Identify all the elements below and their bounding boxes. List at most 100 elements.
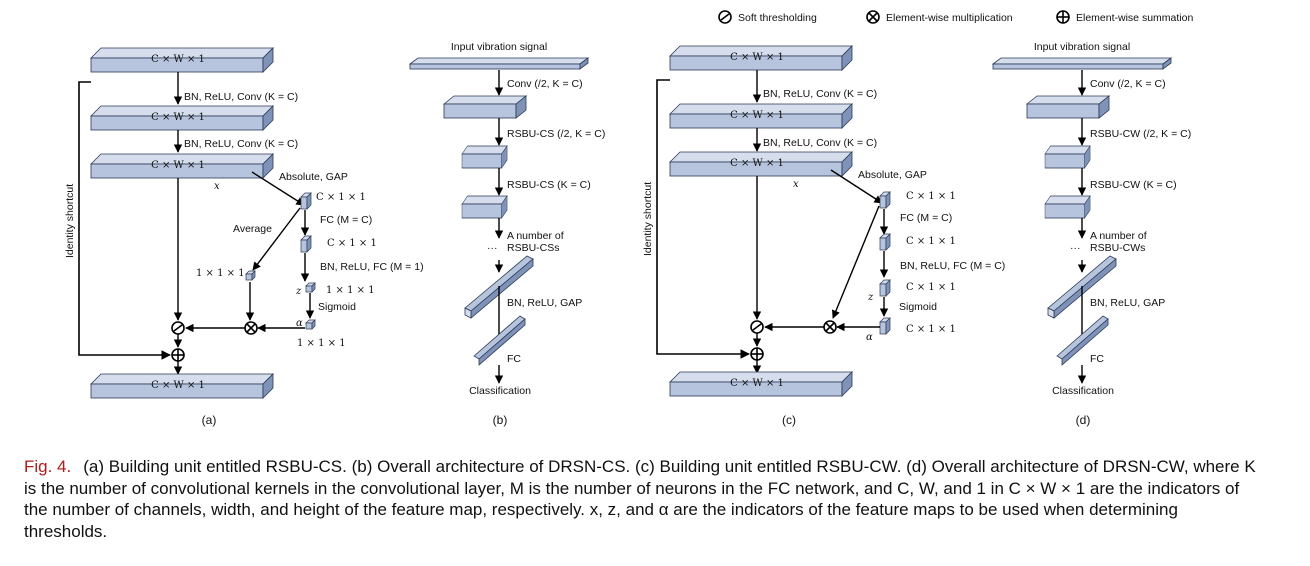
d-many1-label: A number of xyxy=(1090,230,1147,242)
panel-a: C × W × 1 BN, ReLU, Conv (K = C) C × W ×… xyxy=(64,47,424,427)
b-rsbu1-label: RSBU-CS (/2, K = C) xyxy=(507,128,605,140)
b-many2-label: RSBU-CSs xyxy=(507,242,560,254)
identity-shortcut-label: Identity shortcut xyxy=(64,184,76,258)
b-input-label: Input vibration signal xyxy=(451,41,547,53)
c-soft-threshold-node xyxy=(750,320,764,334)
c-alpha-symbol: α xyxy=(866,332,873,343)
cw2-label: C × 1 × 1 xyxy=(327,238,377,249)
multiplication-icon xyxy=(866,10,880,24)
feature-map-out-label: C × W × 1 xyxy=(151,380,205,391)
abs-gap-label: Absolute, GAP xyxy=(279,171,348,183)
d-many2-label: RSBU-CWs xyxy=(1090,242,1145,254)
sigmoid-label: Sigmoid xyxy=(318,301,356,313)
caption-label: Fig. 4. xyxy=(24,457,72,476)
panel-c-sublabel: (c) xyxy=(782,413,796,427)
panel-b-sublabel: (b) xyxy=(493,413,508,427)
c-branch-vector-1 xyxy=(879,191,891,209)
c-sigmoid-label: Sigmoid xyxy=(899,301,937,313)
b-gap-label: BN, ReLU, GAP xyxy=(507,297,582,309)
conv2-label: BN, ReLU, Conv (K = C) xyxy=(184,138,298,150)
d-gap-label: BN, ReLU, GAP xyxy=(1090,297,1165,309)
c-bn-fc-label: BN, ReLU, FC (M = C) xyxy=(900,260,1005,272)
b-many1-label: A number of xyxy=(507,230,564,242)
legend-multiplication: Element-wise multiplication xyxy=(886,12,1013,24)
feature-map-mid-label: C × W × 1 xyxy=(151,112,205,123)
fc1-label: FC (M = C) xyxy=(320,214,372,226)
b-dots: ··· xyxy=(487,242,498,254)
multiply-node xyxy=(244,321,258,335)
z-symbol: z xyxy=(295,286,302,297)
panel-c: C × W × 1 BN, ReLU, Conv (K = C) C × W ×… xyxy=(642,45,1005,427)
d-rsbu1-label: RSBU-CW (/2, K = C) xyxy=(1090,128,1191,140)
c-identity-shortcut-label: Identity shortcut xyxy=(642,182,654,256)
b-conv-label: Conv (/2, K = C) xyxy=(507,78,583,90)
d-conv-map xyxy=(1026,95,1110,119)
c-fc1-label: FC (M = C) xyxy=(900,212,952,224)
d-dots: ··· xyxy=(1070,242,1081,254)
d-rsbu1-map xyxy=(1044,145,1091,169)
d-output-label: Classification xyxy=(1052,385,1114,397)
z-vector xyxy=(879,279,891,297)
d-fc-label: FC xyxy=(1090,353,1104,365)
b-output-label: Classification xyxy=(469,385,531,397)
c-feature-map-x-label: C × W × 1 xyxy=(730,158,784,169)
panel-d: Input vibration signal Conv (/2, K = C) … xyxy=(992,41,1191,427)
c-cw3-label: C × 1 × 1 xyxy=(906,282,956,293)
d-rsbu2-label: RSBU-CW (K = C) xyxy=(1090,179,1177,191)
b-rsbu2-map xyxy=(461,195,508,219)
c-branch-vector-2 xyxy=(879,233,891,251)
figure-diagram: Soft thresholding Element-wise multiplic… xyxy=(64,10,1193,427)
c-z-symbol: z xyxy=(867,292,874,303)
c-abs-gap-label: Absolute, GAP xyxy=(858,169,927,181)
summation-icon xyxy=(1056,10,1070,24)
c-conv1-label: BN, ReLU, Conv (K = C) xyxy=(763,88,877,100)
avg-out-label: 1 × 1 × 1 xyxy=(196,268,245,279)
d-conv-label: Conv (/2, K = C) xyxy=(1090,78,1166,90)
alpha-vector xyxy=(879,317,891,335)
feature-map-top-label: C × W × 1 xyxy=(151,54,205,65)
c-feature-map-top-label: C × W × 1 xyxy=(730,52,784,63)
panel-b: Input vibration signal Conv (/2, K = C) … xyxy=(409,41,605,427)
d-rsbu2-map xyxy=(1044,195,1091,219)
x-symbol: x xyxy=(214,181,220,192)
cw1-label: C × 1 × 1 xyxy=(316,192,366,203)
legend: Soft thresholding Element-wise multiplic… xyxy=(718,10,1193,24)
c-multiply-node xyxy=(823,320,837,334)
one1-label: 1 × 1 × 1 xyxy=(326,285,375,296)
b-input-signal xyxy=(409,57,589,70)
soft-thresholding-icon xyxy=(718,10,732,24)
d-input-signal xyxy=(992,57,1172,70)
sum-node xyxy=(171,348,185,362)
b-rsbu1-map xyxy=(461,145,508,169)
c-x-symbol: x xyxy=(793,179,799,190)
figure-caption: Fig. 4.(a) Building unit entitled RSBU-C… xyxy=(24,456,1264,542)
c-feature-map-mid-label: C × W × 1 xyxy=(730,110,784,121)
one2-label: 1 × 1 × 1 xyxy=(297,338,346,349)
feature-map-x-label: C × W × 1 xyxy=(151,160,205,171)
soft-threshold-node xyxy=(171,321,185,335)
c-cw4-label: C × 1 × 1 xyxy=(906,324,956,335)
caption-text: (a) Building unit entitled RSBU-CS. (b) … xyxy=(24,457,1256,541)
alpha-cube xyxy=(305,319,316,330)
bn-fc-label: BN, ReLU, FC (M = 1) xyxy=(320,261,424,273)
d-input-label: Input vibration signal xyxy=(1034,41,1130,53)
c-feature-map-out-label: C × W × 1 xyxy=(730,378,784,389)
c-cw2-label: C × 1 × 1 xyxy=(906,236,956,247)
c-cw1-label: C × 1 × 1 xyxy=(906,191,956,202)
branch-vector-2 xyxy=(300,235,312,253)
panel-d-sublabel: (d) xyxy=(1076,413,1091,427)
c-conv2-label: BN, ReLU, Conv (K = C) xyxy=(763,137,877,149)
b-fc-label: FC xyxy=(507,353,521,365)
alpha-symbol: α xyxy=(296,318,303,329)
legend-soft-thresholding: Soft thresholding xyxy=(738,12,817,24)
c-sum-node xyxy=(750,347,764,361)
b-conv-map xyxy=(443,95,527,119)
legend-summation: Element-wise summation xyxy=(1076,12,1193,24)
b-rsbu2-label: RSBU-CS (K = C) xyxy=(507,179,591,191)
panel-a-sublabel: (a) xyxy=(202,413,217,427)
average-label: Average xyxy=(233,223,272,235)
branch-vector-1 xyxy=(300,192,312,210)
conv1-label: BN, ReLU, Conv (K = C) xyxy=(184,91,298,103)
z-cube xyxy=(305,282,316,293)
avg-cube xyxy=(245,270,256,281)
